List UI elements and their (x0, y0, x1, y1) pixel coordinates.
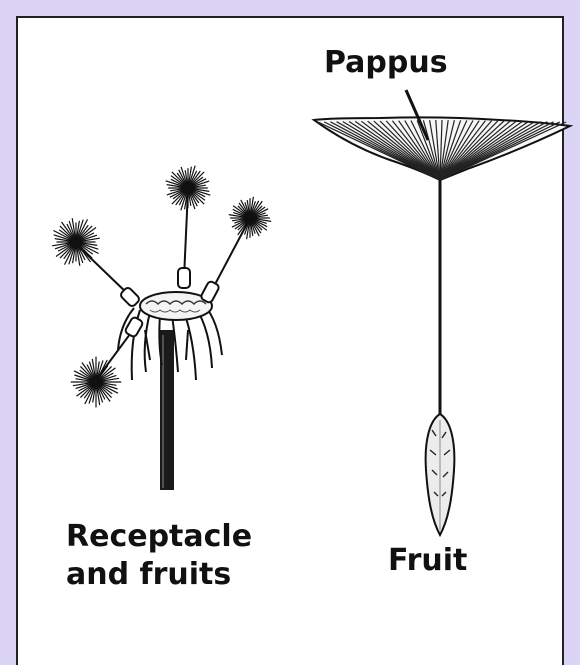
pappus-puff (71, 357, 122, 408)
receptacle-stalk (160, 330, 174, 490)
label-receptacle-line2: and fruits (66, 556, 252, 594)
pappus-umbrella (314, 117, 570, 180)
fruit-achene (426, 414, 455, 535)
pappus-puff (229, 197, 271, 239)
label-pappus: Pappus (324, 44, 448, 82)
label-receptacle-line1: Receptacle (66, 518, 252, 556)
pappus-puff (166, 166, 211, 211)
label-fruit: Fruit (388, 542, 467, 580)
label-receptacle-and-fruits: Receptacle and fruits (66, 518, 252, 594)
